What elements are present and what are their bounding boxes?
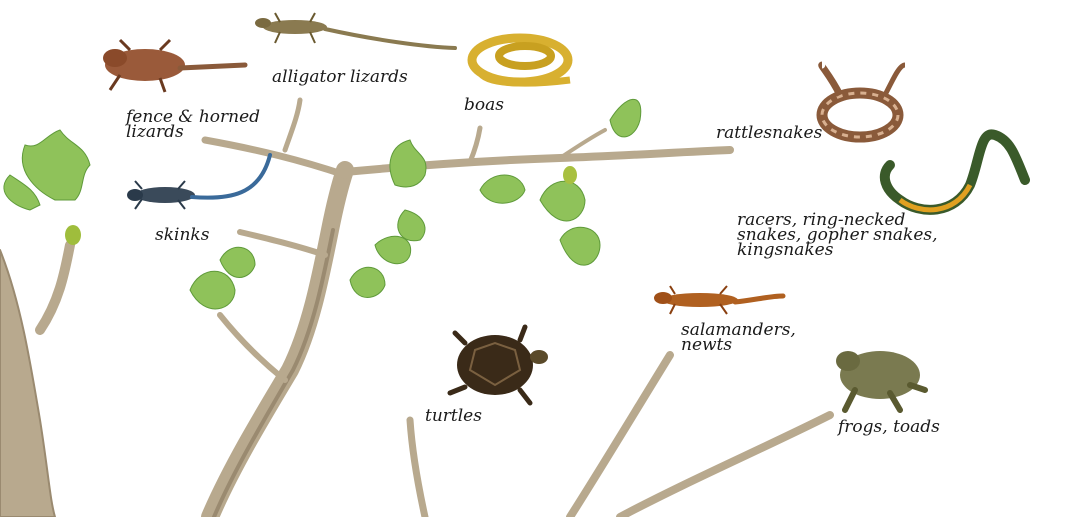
salamander-icon — [654, 286, 783, 314]
label-line: alligator lizards — [272, 70, 408, 85]
left-trunk — [0, 250, 55, 517]
label-fence-horned-lizards: fence & horned lizards — [126, 110, 260, 140]
label-line: turtles — [425, 409, 482, 424]
label-frogs-toads: frogs, toads — [838, 420, 940, 435]
twig-alligator — [285, 100, 300, 150]
boa-icon — [472, 38, 570, 83]
label-line: skinks — [155, 228, 209, 243]
turtle-stick — [410, 420, 425, 517]
twig-boas — [470, 128, 480, 162]
leaf-cluster-center — [375, 140, 426, 264]
left-trunk-branch — [40, 245, 70, 330]
skink-branch — [240, 232, 325, 255]
leaf-cluster-left — [4, 130, 90, 245]
frog-icon — [836, 351, 925, 410]
upper-left-branch — [205, 140, 345, 175]
leaf-cluster-lower — [190, 247, 385, 309]
label-rattlesnakes: rattlesnakes — [716, 126, 822, 141]
alligator-lizard-icon — [255, 13, 455, 48]
label-boas: boas — [464, 98, 504, 113]
label-salamanders: salamanders, newts — [681, 323, 796, 353]
label-skinks: skinks — [155, 228, 209, 243]
label-line: lizards — [126, 125, 260, 140]
label-line: frogs, toads — [838, 420, 940, 435]
main-trunk — [210, 170, 345, 517]
label-racers: racers, ring-necked snakes, gopher snake… — [737, 213, 938, 258]
turtle-icon — [450, 327, 548, 403]
rattlesnake-icon — [822, 65, 905, 137]
salamander-stick — [570, 355, 670, 517]
label-line: kingsnakes — [737, 243, 938, 258]
skink-icon — [127, 155, 270, 209]
label-turtles: turtles — [425, 409, 482, 424]
frog-stick — [620, 415, 830, 517]
label-line: rattlesnakes — [716, 126, 822, 141]
racer-snake-icon — [885, 134, 1025, 209]
label-line: boas — [464, 98, 504, 113]
lower-left-branch — [220, 315, 285, 380]
leaf-cluster-right — [480, 99, 641, 265]
label-line: newts — [681, 338, 796, 353]
horned-lizard-icon — [103, 40, 245, 92]
label-alligator-lizards: alligator lizards — [272, 70, 408, 85]
